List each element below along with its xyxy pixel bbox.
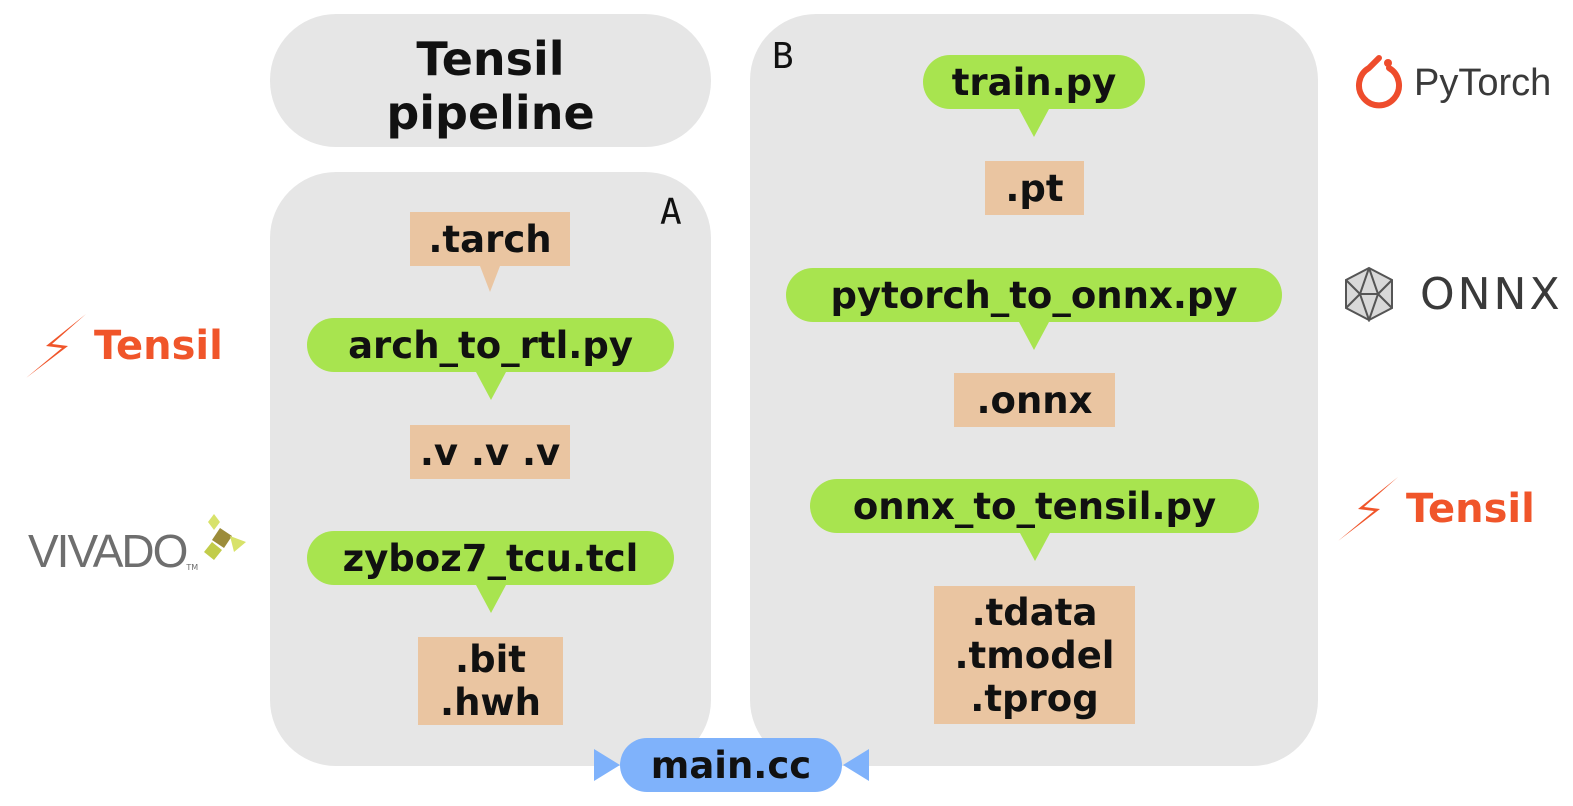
panel-b-label: B [772,36,794,77]
arch-to-rtl-script: arch_to_rtl.py [307,318,674,372]
bitstream-files: .bit .hwh [418,637,563,725]
tarch-file: .tarch [410,212,570,266]
main-cc-file: main.cc [620,738,842,792]
main-arrow-from-b [843,749,869,781]
panel-a-label: A [660,192,682,233]
tensil-logo-right: Tensil [1338,477,1535,541]
vivado-logo: VIVADO TM [28,514,247,578]
tensil-logo-left: Tensil [26,314,223,378]
pytorch-logo: PyTorch [1352,52,1551,114]
diagram-title: Tensil pipeline [386,32,595,140]
train-script: train.py [923,55,1145,109]
lightning-bolt-icon [1338,477,1398,541]
vivado-logo-text: VIVADO [28,525,188,577]
lightning-bolt-icon [26,314,86,378]
pt-file: .pt [985,161,1084,215]
vivado-trademark: TM [186,563,199,572]
tensil-logo-text: Tensil [1406,486,1535,532]
onnx-file: .onnx [954,373,1115,427]
pytorch-flame-icon [1356,55,1402,109]
vivado-leaf-icon [204,514,247,560]
pytorch-logo-text: PyTorch [1414,61,1552,104]
onnx-to-tensil-script: onnx_to_tensil.py [810,479,1259,533]
onnx-polyhedron-icon [1345,266,1393,322]
pytorch-to-onnx-script: pytorch_to_onnx.py [786,268,1282,322]
onnx-logo-text: ONNX [1420,268,1563,320]
main-arrow-from-a [594,749,620,781]
tensil-artifact-files: .tdata .tmodel .tprog [934,586,1135,724]
title-panel: Tensil pipeline [270,14,711,147]
tensil-logo-text: Tensil [94,323,223,369]
zyboz7-tcu-tcl-script: zyboz7_tcu.tcl [307,531,674,585]
verilog-files: .v .v .v [410,425,570,479]
onnx-logo: ONNX [1342,266,1563,322]
